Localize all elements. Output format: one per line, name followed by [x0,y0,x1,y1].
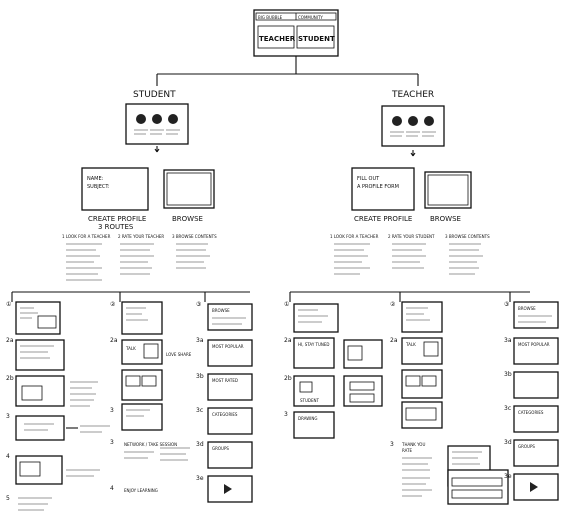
svg-text:3b: 3b [504,371,512,378]
student-column-3: ③ BROWSE 3a MOST POPULAR 3b MOST RATED 3… [196,301,253,503]
student-button[interactable]: STUDENT [298,35,335,43]
student-browse-note: BROWSE [212,308,230,313]
student-create-profile-screen [81,167,149,211]
student-categories-note: CATEGORIES [212,412,238,417]
teacher-title: TEACHER [391,90,434,100]
svg-text:3c: 3c [504,405,511,412]
teacher-column-2: ② 2a TALK 3 THANK YOU RATE [390,301,509,505]
svg-text:3: 3 [110,439,114,446]
student-browse-screen [163,169,215,209]
teacher-student-note: STUDENT [300,398,320,403]
svg-text:2a: 2a [6,337,14,344]
student-subject-field: SUBJECT: [87,184,110,190]
svg-text:2a: 2a [390,337,398,344]
svg-text:②: ② [390,301,396,308]
landing-screen: BIG BUBBLE COMMUNITY TEACHER STUDENT [253,9,339,57]
tree-connectors [156,56,419,86]
teacher-rate-note: RATE [402,448,412,453]
svg-text:3: 3 [390,441,394,448]
svg-text:4: 4 [110,485,114,492]
student-groups-note: GROUPS [212,446,229,451]
student-network-note: NETWORK / TAKE SESSION [124,442,177,447]
svg-text:3: 3 [284,411,288,418]
svg-text:③: ③ [504,301,509,308]
teacher-browse-screen [424,171,472,209]
landing-tab-1: BIG BUBBLE [258,15,283,20]
student-create-profile-label: CREATE PROFILE [88,215,146,223]
student-love-share-note: LOVE SHARE [166,352,192,357]
student-most-popular-note: MOST POPULAR [212,344,244,349]
teacher-create-profile-screen [351,167,415,211]
teacher-branch: TEACHER FILL OUT A PROFILE FORM CREATE P… [330,90,490,275]
svg-text:2a: 2a [284,337,292,344]
svg-text:3d: 3d [196,441,204,448]
student-route-3: 3 BROWSE CONTENTS [172,234,217,239]
svg-text:3c: 3c [196,407,203,414]
teacher-most-popular-note: MOST POPULAR [518,342,550,347]
svg-text:2b: 2b [284,375,292,382]
teacher-create-profile-label: CREATE PROFILE [354,215,412,223]
teacher-thank-you-note: THANK YOU [401,442,425,447]
student-column-1: ① 2a 2b 3 4 5 [6,301,110,511]
teacher-fill-out-text: FILL OUT [357,176,380,182]
teacher-column-1: ① 2a HI, STAY TUNED 2b STUDENT 3 DRAWING [284,301,383,439]
svg-text:3a: 3a [196,337,204,344]
teacher-stay-tuned-note: HI, STAY TUNED [298,342,330,347]
svg-text:③: ③ [196,301,201,308]
svg-text:3: 3 [110,407,114,414]
teacher-groups-note: GROUPS [518,444,535,449]
teacher-profile-form-text: A PROFILE FORM [357,184,399,190]
student-column-2: ② 2a TALK LOVE SHARE 3 3 NETWORK / TAKE … [110,301,192,493]
teacher-route-2: 2 RATE YOUR STUDENT [388,234,435,239]
student-enjoy-note: ENJOY LEARNING [124,488,158,493]
svg-text:3e: 3e [504,473,512,480]
student-talk-label: TALK [125,346,136,351]
student-routes-caption: 3 ROUTES [98,223,134,231]
teacher-browse-label: BROWSE [430,215,461,223]
svg-text:3: 3 [6,413,10,420]
teacher-drawing-note: DRAWING [298,416,317,421]
svg-text:2b: 2b [6,375,14,382]
teacher-route-3: 3 BROWSE CONTENTS [445,234,490,239]
student-branch: STUDENT NAME: SUBJECT: CREATE PROFILE BR… [62,90,217,281]
teacher-browse-note: BROWSE [518,306,536,311]
svg-text:②: ② [110,301,116,308]
teacher-route-1: 1 LOOK FOR A TEACHER [330,234,379,239]
svg-text:3a: 3a [504,337,512,344]
teacher-column-3: ③ BROWSE 3a MOST POPULAR 3b 3c CATEGORIE… [504,301,559,501]
student-name-field: NAME: [87,176,104,182]
svg-text:5: 5 [6,495,10,502]
svg-text:3d: 3d [504,439,512,446]
landing-tab-2: COMMUNITY [298,15,323,20]
student-title: STUDENT [133,90,176,100]
student-route-1: 1 LOOK FOR A TEACHER [62,234,111,239]
teacher-categories-note: CATEGORIES [518,410,544,415]
teacher-talk-label: TALK [405,342,416,347]
teacher-button[interactable]: TEACHER [259,35,296,43]
svg-text:4: 4 [6,453,10,460]
svg-text:3b: 3b [196,373,204,380]
svg-text:2a: 2a [110,337,118,344]
svg-text:①: ① [284,301,289,308]
bottom-connectors [11,291,530,302]
svg-text:3e: 3e [196,475,204,482]
svg-text:①: ① [6,301,11,308]
student-most-rated-note: MOST RATED [212,378,238,383]
student-browse-label: BROWSE [172,215,203,223]
student-route-2: 2 RATE YOUR TEACHER [118,234,164,239]
